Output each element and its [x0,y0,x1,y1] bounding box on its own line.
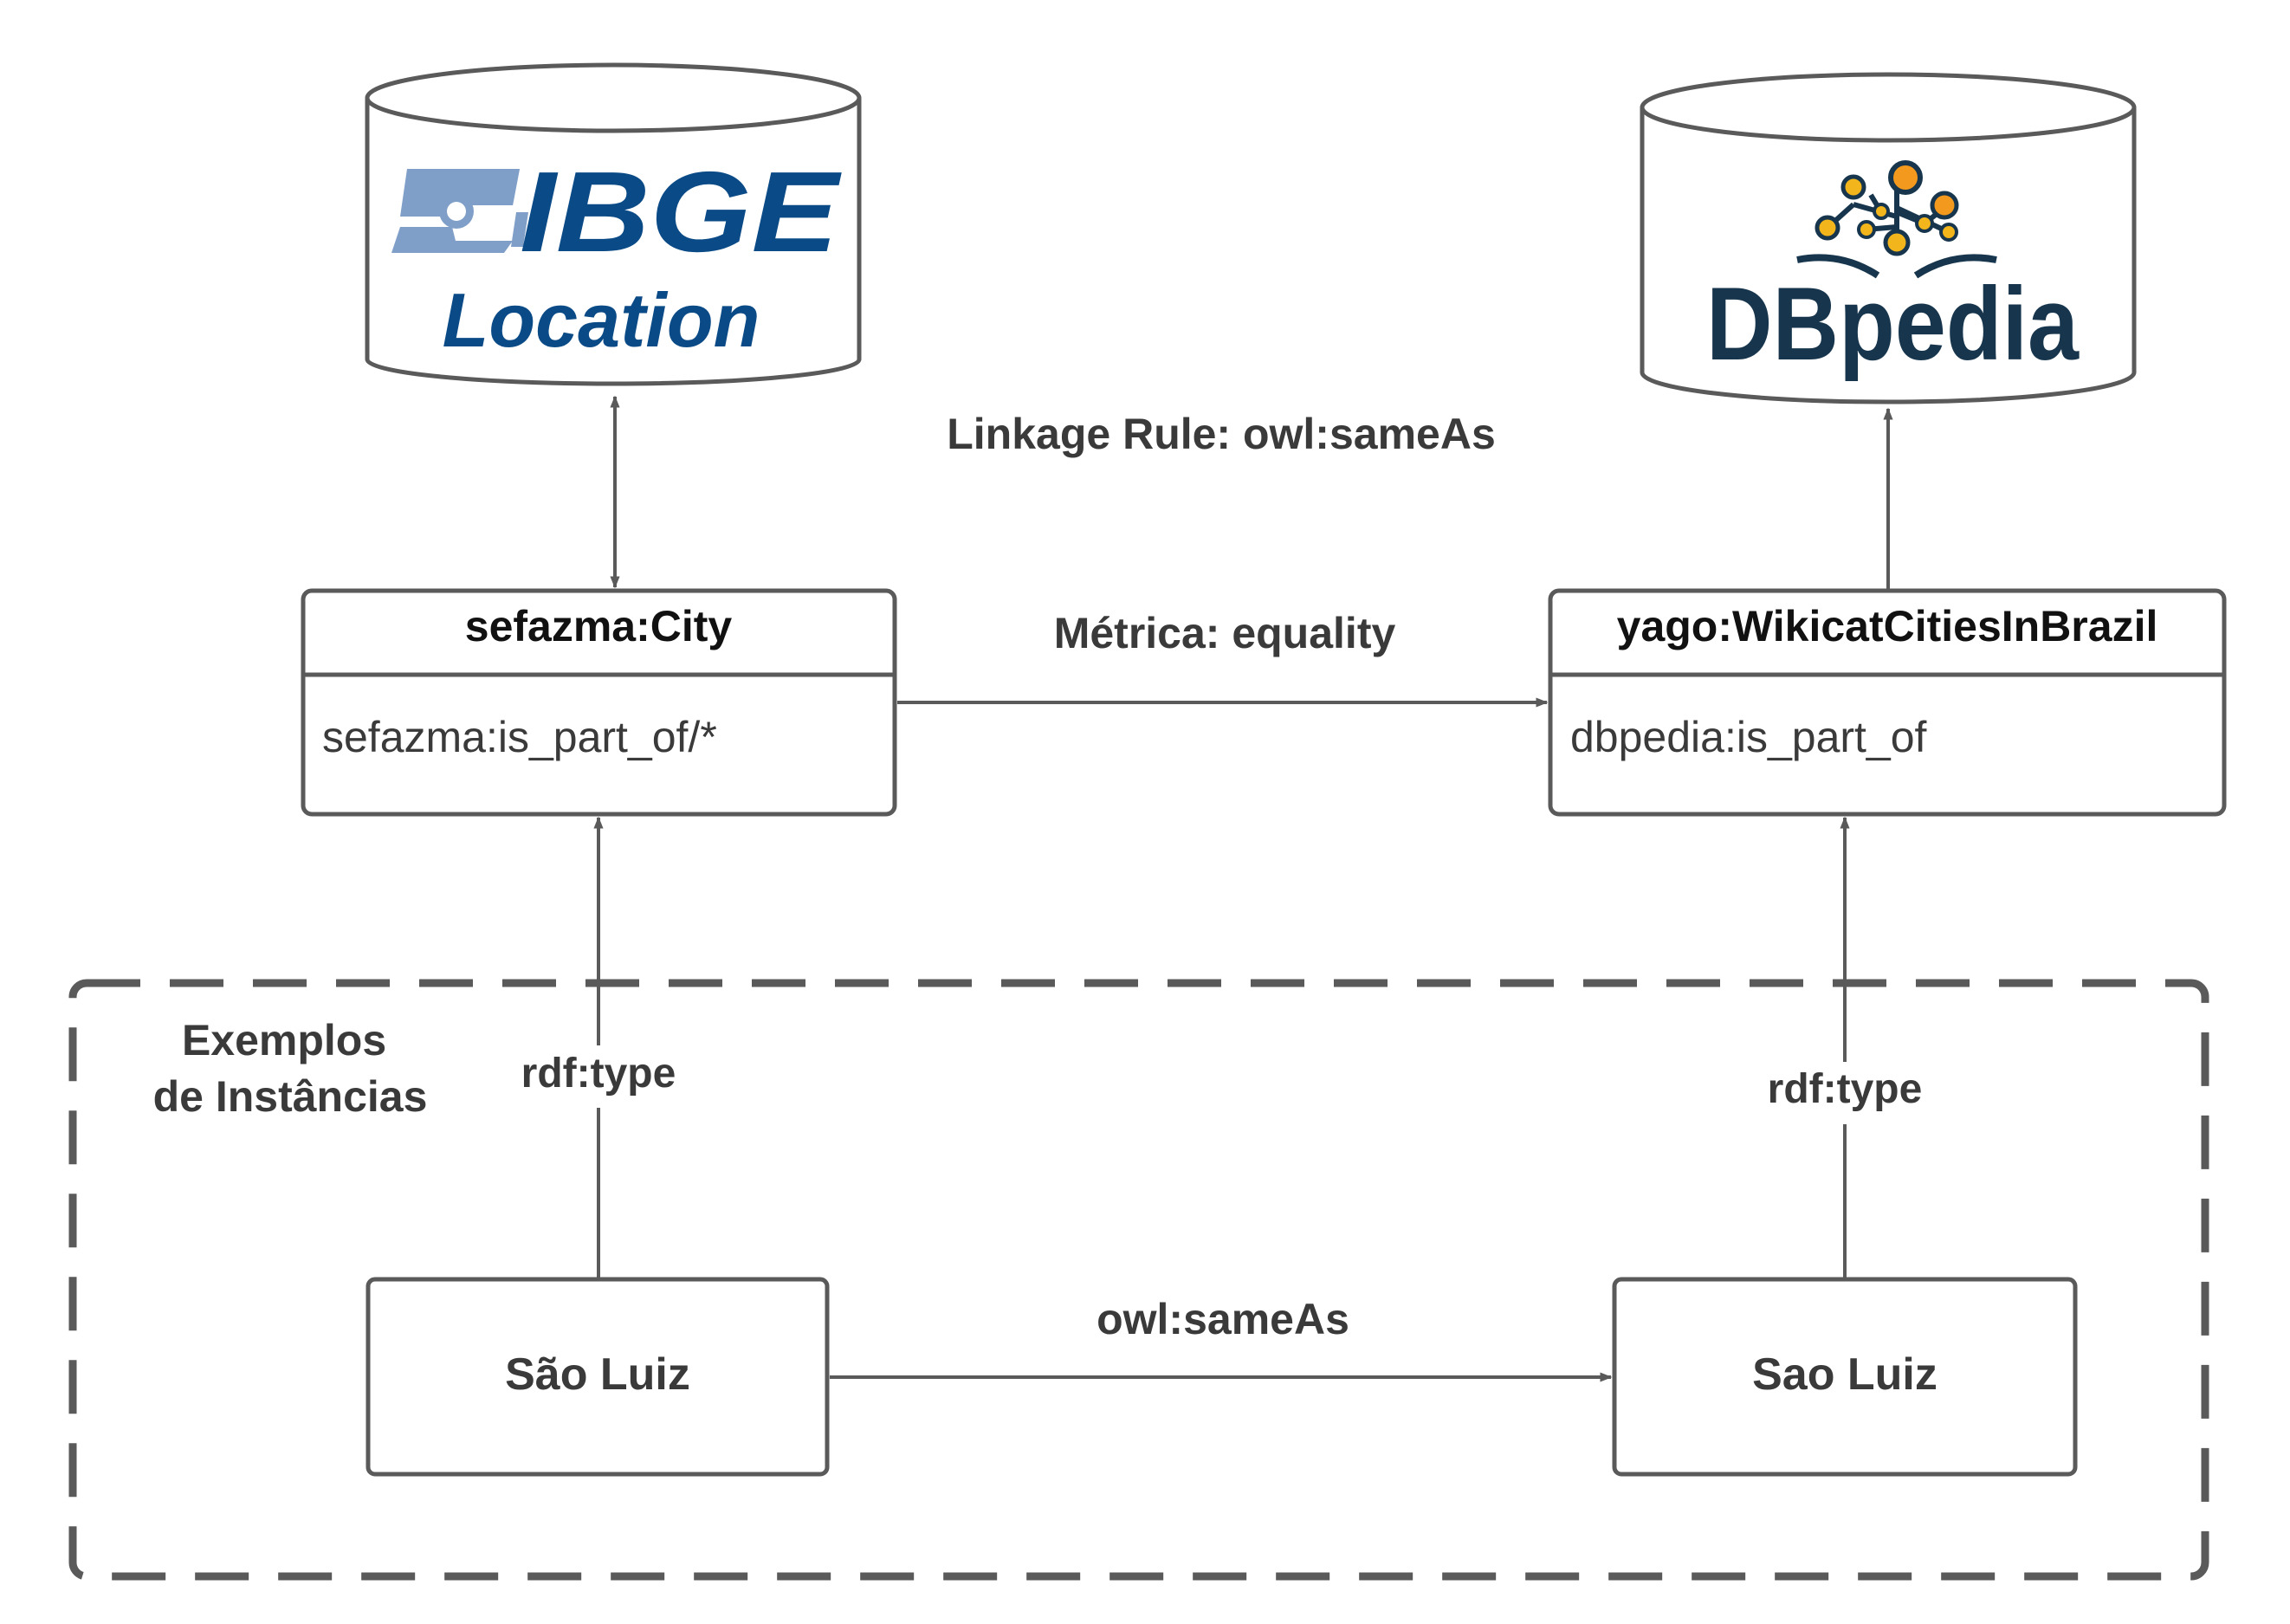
class-title: yago:WikicatCitiesInBrazil [1617,602,2158,650]
instance-box-sao-luiz-dbpedia: Sao Luiz [1612,1277,2078,1477]
instance-label: São Luiz [505,1349,690,1400]
dbpedia-database: DBpedia [1640,72,2137,404]
ibge-location-database: IBGE Location [365,62,862,386]
metric-label: Métrica: equality [1054,609,1396,657]
ibge-logo-icon [391,169,528,253]
class-title: sefazma:City [465,602,733,650]
instance-box-sao-luiz-ibge: São Luiz [365,1277,830,1477]
left-rdf-type-label: rdf:type [521,1051,676,1097]
class-box-yago-cities: yago:WikicatCitiesInBrazil dbpedia:is_pa… [1548,588,2227,817]
class-attribute: sefazma:is_part_of/* [322,713,717,761]
instance-label: Sao Luiz [1752,1349,1937,1400]
ibge-subtitle: Location [443,277,760,363]
instances-group-label: Exemplos de Instâncias [153,1016,428,1121]
instance-sameas-label: owl:sameAs [1096,1295,1349,1343]
right-rdf-type-label: rdf:type [1768,1066,1923,1112]
dbpedia-logo-text: DBpedia [1706,266,2080,382]
class-attribute: dbpedia:is_part_of [1570,713,1927,761]
ibge-logo-text: IBGE [520,148,843,275]
dbpedia-network-book-icon [1796,160,1997,279]
linkage-rule-label: Linkage Rule: owl:sameAs [947,410,1496,458]
instances-group-frame [68,979,2209,1581]
class-box-sefazma-city: sefazma:City sefazma:is_part_of/* [301,588,897,817]
